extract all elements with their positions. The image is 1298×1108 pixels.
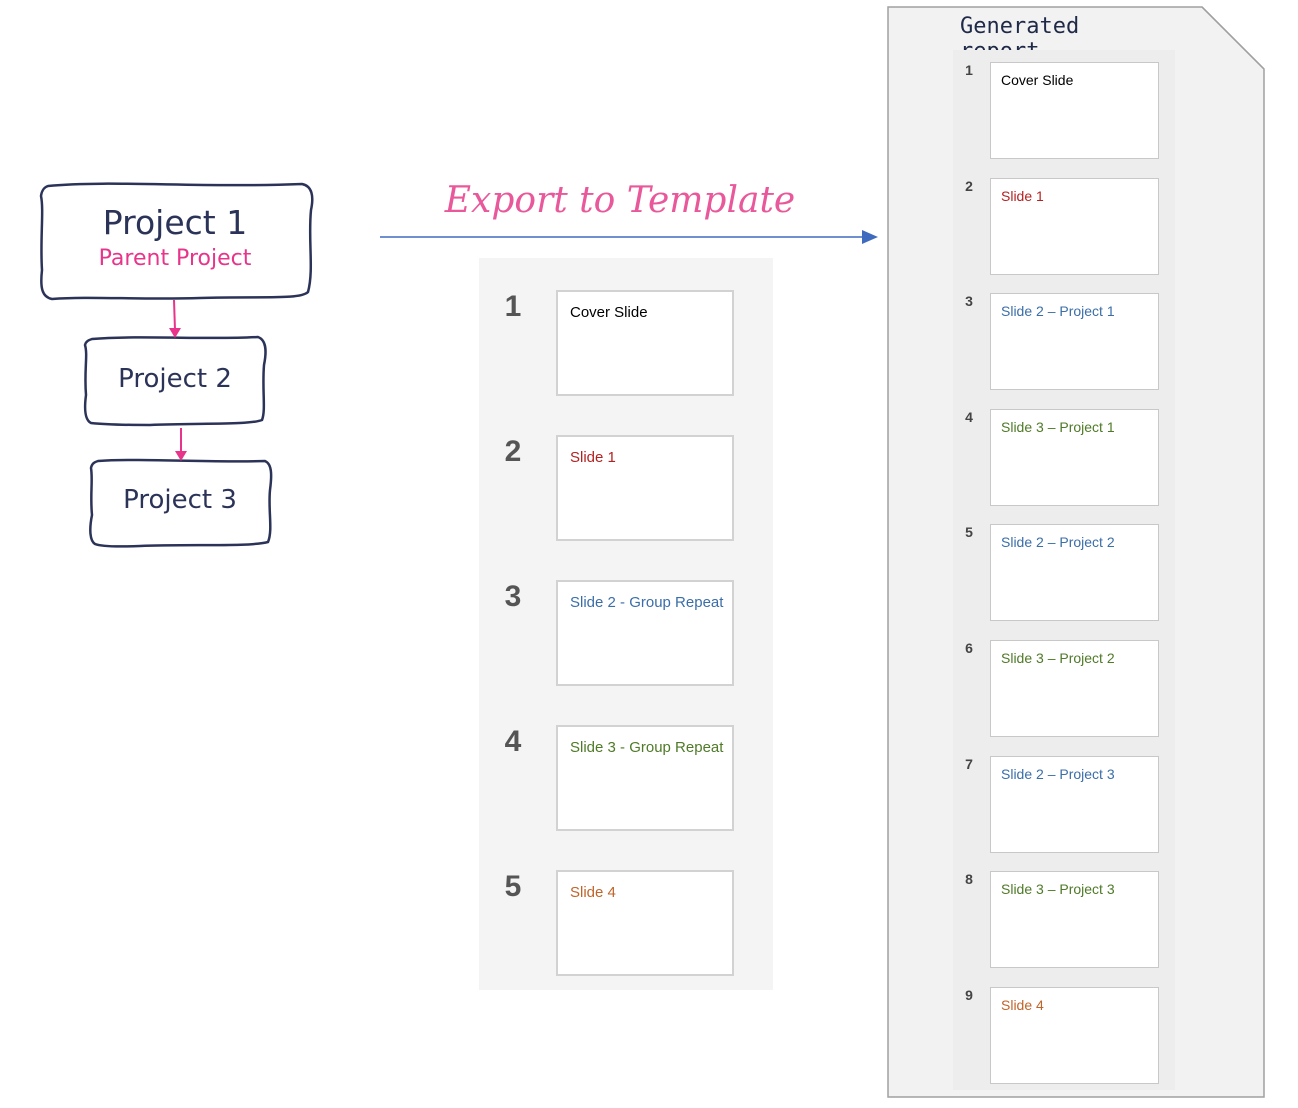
template-slide-thumbnail[interactable]: Slide 1 [556, 435, 734, 541]
report-slide-number: 4 [965, 408, 973, 425]
report-slide-thumbnail[interactable]: Cover Slide [990, 62, 1159, 159]
project-2-box[interactable] [83, 335, 267, 427]
report-slide-number: 3 [965, 293, 973, 310]
report-slide-title: Slide 2 – Project 1 [1001, 303, 1115, 320]
report-slide-title: Slide 4 [1001, 996, 1044, 1013]
project-3-title: Project 3 [123, 485, 237, 515]
project-1-subtitle: Parent Project [98, 246, 252, 271]
report-slide-title: Slide 2 – Project 2 [1001, 534, 1115, 551]
report-slide-number: 1 [965, 62, 973, 78]
project-1-title: Project 1 [102, 203, 248, 242]
report-slide-thumbnail[interactable]: Slide 4 [990, 986, 1159, 1084]
template-slide-number: 2 [504, 435, 522, 468]
report-slide-title: Slide 3 – Project 2 [1001, 650, 1115, 666]
report-slide-number: 7 [965, 755, 973, 772]
report-slide-title: Slide 2 – Project 3 [1001, 765, 1115, 782]
template-slide-number: 1 [504, 290, 522, 323]
report-slide-thumbnail[interactable]: Slide 1 [990, 177, 1159, 275]
report-slide-thumbnail[interactable]: Slide 2 – Project 2 [990, 524, 1159, 622]
report-slide-number: 5 [965, 524, 973, 541]
connector-arrow-1-2 [173, 299, 176, 331]
template-slide-title: Slide 4 [570, 884, 616, 901]
report-slide-number: 2 [965, 177, 973, 194]
report-slide-number: 6 [965, 640, 973, 656]
template-slide-title: Slide 3 - Group Repeat [570, 739, 724, 756]
template-slide-thumbnail[interactable]: Cover Slide [556, 290, 734, 396]
report-slide-title: Slide 3 – Project 1 [1001, 418, 1115, 435]
template-slide-thumbnail[interactable]: Slide 3 - Group Repeat [556, 725, 734, 831]
template-slide-thumbnail[interactable]: Slide 4 [556, 870, 734, 976]
template-slide-thumbnail[interactable]: Slide 2 - Group Repeat [556, 580, 734, 686]
report-slide-thumbnail[interactable]: Slide 2 – Project 3 [990, 755, 1159, 853]
report-document-fold [1201, 6, 1265, 70]
template-slide-title: Cover Slide [570, 304, 648, 321]
report-slide-title: Slide 1 [1001, 187, 1044, 204]
report-slide-thumbnail[interactable]: Slide 2 – Project 1 [990, 293, 1159, 391]
export-arrowhead [862, 230, 878, 244]
report-slide-number: 8 [965, 871, 973, 888]
project-2-title: Project 2 [118, 364, 232, 394]
template-slide-title: Slide 2 - Group Repeat [570, 594, 724, 611]
export-to-template-label: Export to Template [444, 180, 796, 221]
connector-arrowhead-2-3 [175, 451, 187, 461]
template-slide-number: 5 [504, 870, 522, 903]
template-slide-number: 3 [504, 580, 522, 613]
template-slide-number: 4 [504, 725, 522, 758]
connector-arrowhead-1-2 [169, 328, 181, 338]
report-slide-number: 9 [965, 986, 973, 1003]
template-slide-title: Slide 1 [570, 449, 616, 466]
report-slide-thumbnail[interactable]: Slide 3 – Project 1 [990, 408, 1159, 506]
report-slide-title: Cover Slide [1001, 72, 1074, 88]
report-slide-thumbnail[interactable]: Slide 3 – Project 2 [990, 640, 1159, 737]
report-slide-title: Slide 3 – Project 3 [1001, 881, 1115, 898]
project-1-box[interactable] [39, 182, 314, 301]
project-3-box[interactable] [89, 458, 273, 548]
report-slide-thumbnail[interactable]: Slide 3 – Project 3 [990, 871, 1159, 969]
